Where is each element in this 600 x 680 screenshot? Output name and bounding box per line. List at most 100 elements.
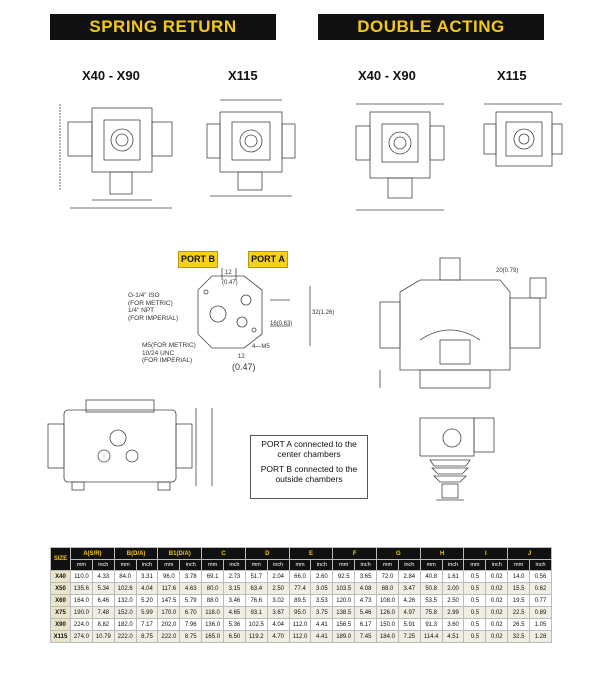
value-cell: 3.60 xyxy=(441,618,465,631)
unit-header: inch xyxy=(397,559,421,571)
value-cell: 3.15 xyxy=(223,582,246,595)
value-cell: 19.5 xyxy=(507,594,531,607)
value-cell: 4.08 xyxy=(354,582,378,595)
value-cell: 0.62 xyxy=(529,582,552,595)
value-cell: 3.05 xyxy=(310,582,334,595)
legend-port-b: PORT B connected to the outside chambers xyxy=(260,464,358,484)
drawing-sr-x115 xyxy=(206,99,296,197)
unit-header: mm xyxy=(157,559,181,571)
double-acting-header: DOUBLE ACTING xyxy=(318,14,544,40)
value-cell: 112.0 xyxy=(288,618,312,631)
value-cell: 0.5 xyxy=(463,630,487,643)
value-cell: 222.0 xyxy=(157,630,181,643)
value-cell: 103.5 xyxy=(332,582,356,595)
column-group-header: F xyxy=(332,547,378,560)
port-b-tag: PORT B xyxy=(178,251,218,268)
value-cell: 3.65 xyxy=(354,570,378,583)
value-cell: 202.0 xyxy=(157,618,181,631)
value-cell: 3.46 xyxy=(223,594,246,607)
unit-header: mm xyxy=(463,559,487,571)
value-cell: 1.05 xyxy=(529,618,552,631)
size-cell: X90 xyxy=(50,618,71,631)
value-cell: 75.8 xyxy=(419,606,443,619)
value-cell: 6.17 xyxy=(354,618,378,631)
value-cell: 120.0 xyxy=(332,594,356,607)
column-group-header: C xyxy=(201,547,246,560)
value-cell: 84.0 xyxy=(113,570,137,583)
value-cell: 0.5 xyxy=(463,582,487,595)
value-cell: 2.50 xyxy=(266,582,290,595)
model-label-da-x115: X115 xyxy=(497,68,527,83)
size-header: SIZE xyxy=(50,547,71,571)
value-cell: 0.02 xyxy=(485,630,509,643)
value-cell: 10.79 xyxy=(91,630,115,643)
dim-20: 20(0.79) xyxy=(496,268,518,274)
drawing-da-x40-x90 xyxy=(355,103,445,211)
unit-header: mm xyxy=(201,559,225,571)
value-cell: 118.0 xyxy=(201,606,225,619)
value-cell: 63.4 xyxy=(244,582,268,595)
value-cell: 6.50 xyxy=(223,630,246,643)
value-cell: 2.73 xyxy=(223,570,246,583)
value-cell: 7.17 xyxy=(135,618,159,631)
value-cell: 222.0 xyxy=(113,630,137,643)
value-cell: 2.60 xyxy=(310,570,334,583)
column-group-header: H xyxy=(419,547,465,560)
unit-header: mm xyxy=(376,559,399,571)
drawing-spring-cross-section xyxy=(419,417,495,501)
value-cell: 76.6 xyxy=(244,594,268,607)
value-cell: 2.99 xyxy=(441,606,465,619)
unit-header: inch xyxy=(223,559,246,571)
unit-header: inch xyxy=(266,559,290,571)
unit-header: inch xyxy=(441,559,465,571)
value-cell: 88.0 xyxy=(201,594,225,607)
value-cell: 7.45 xyxy=(354,630,378,643)
value-cell: 8.75 xyxy=(135,630,159,643)
value-cell: 14.0 xyxy=(507,570,531,583)
value-cell: 135.6 xyxy=(70,582,93,595)
unit-header: inch xyxy=(179,559,203,571)
value-cell: 182.0 xyxy=(113,618,137,631)
size-cell: X60 xyxy=(50,594,71,607)
value-cell: 224.0 xyxy=(70,618,93,631)
drawing-sr-x40-x90 xyxy=(59,104,173,209)
value-cell: 170.0 xyxy=(157,606,181,619)
value-cell: 4.04 xyxy=(135,582,159,595)
value-cell: 152.0 xyxy=(113,606,137,619)
column-group-header: A(S/R) xyxy=(70,547,115,560)
drawing-sr-front-view xyxy=(47,399,213,491)
value-cell: 5.36 xyxy=(223,618,246,631)
value-cell: 0.02 xyxy=(485,618,509,631)
unit-header: inch xyxy=(91,559,115,571)
unit-header: mm xyxy=(419,559,443,571)
value-cell: 112.0 xyxy=(288,630,312,643)
value-cell: 2.84 xyxy=(397,570,421,583)
unit-header: mm xyxy=(70,559,93,571)
value-cell: 119.2 xyxy=(244,630,268,643)
value-cell: 110.0 xyxy=(70,570,93,583)
drawing-da-cross-section xyxy=(379,257,547,389)
value-cell: 0.56 xyxy=(529,570,552,583)
value-cell: 88.0 xyxy=(376,582,399,595)
value-cell: 8.82 xyxy=(91,618,115,631)
value-cell: 5.79 xyxy=(179,594,203,607)
column-group-header: E xyxy=(288,547,334,560)
dim-12-top: 12 xyxy=(225,270,232,276)
value-cell: 4.26 xyxy=(397,594,421,607)
value-cell: 95.0 xyxy=(288,606,312,619)
value-cell: 6.70 xyxy=(179,606,203,619)
value-cell: 1.28 xyxy=(529,630,552,643)
value-cell: 26.5 xyxy=(507,618,531,631)
value-cell: 3.67 xyxy=(266,606,290,619)
dim-16: 16(0.63) xyxy=(270,321,292,327)
value-cell: 2.50 xyxy=(441,594,465,607)
value-cell: 189.0 xyxy=(332,630,356,643)
value-cell: 5.34 xyxy=(91,582,115,595)
value-cell: 69.1 xyxy=(201,570,225,583)
value-cell: 8.75 xyxy=(179,630,203,643)
value-cell: 3.75 xyxy=(310,606,334,619)
